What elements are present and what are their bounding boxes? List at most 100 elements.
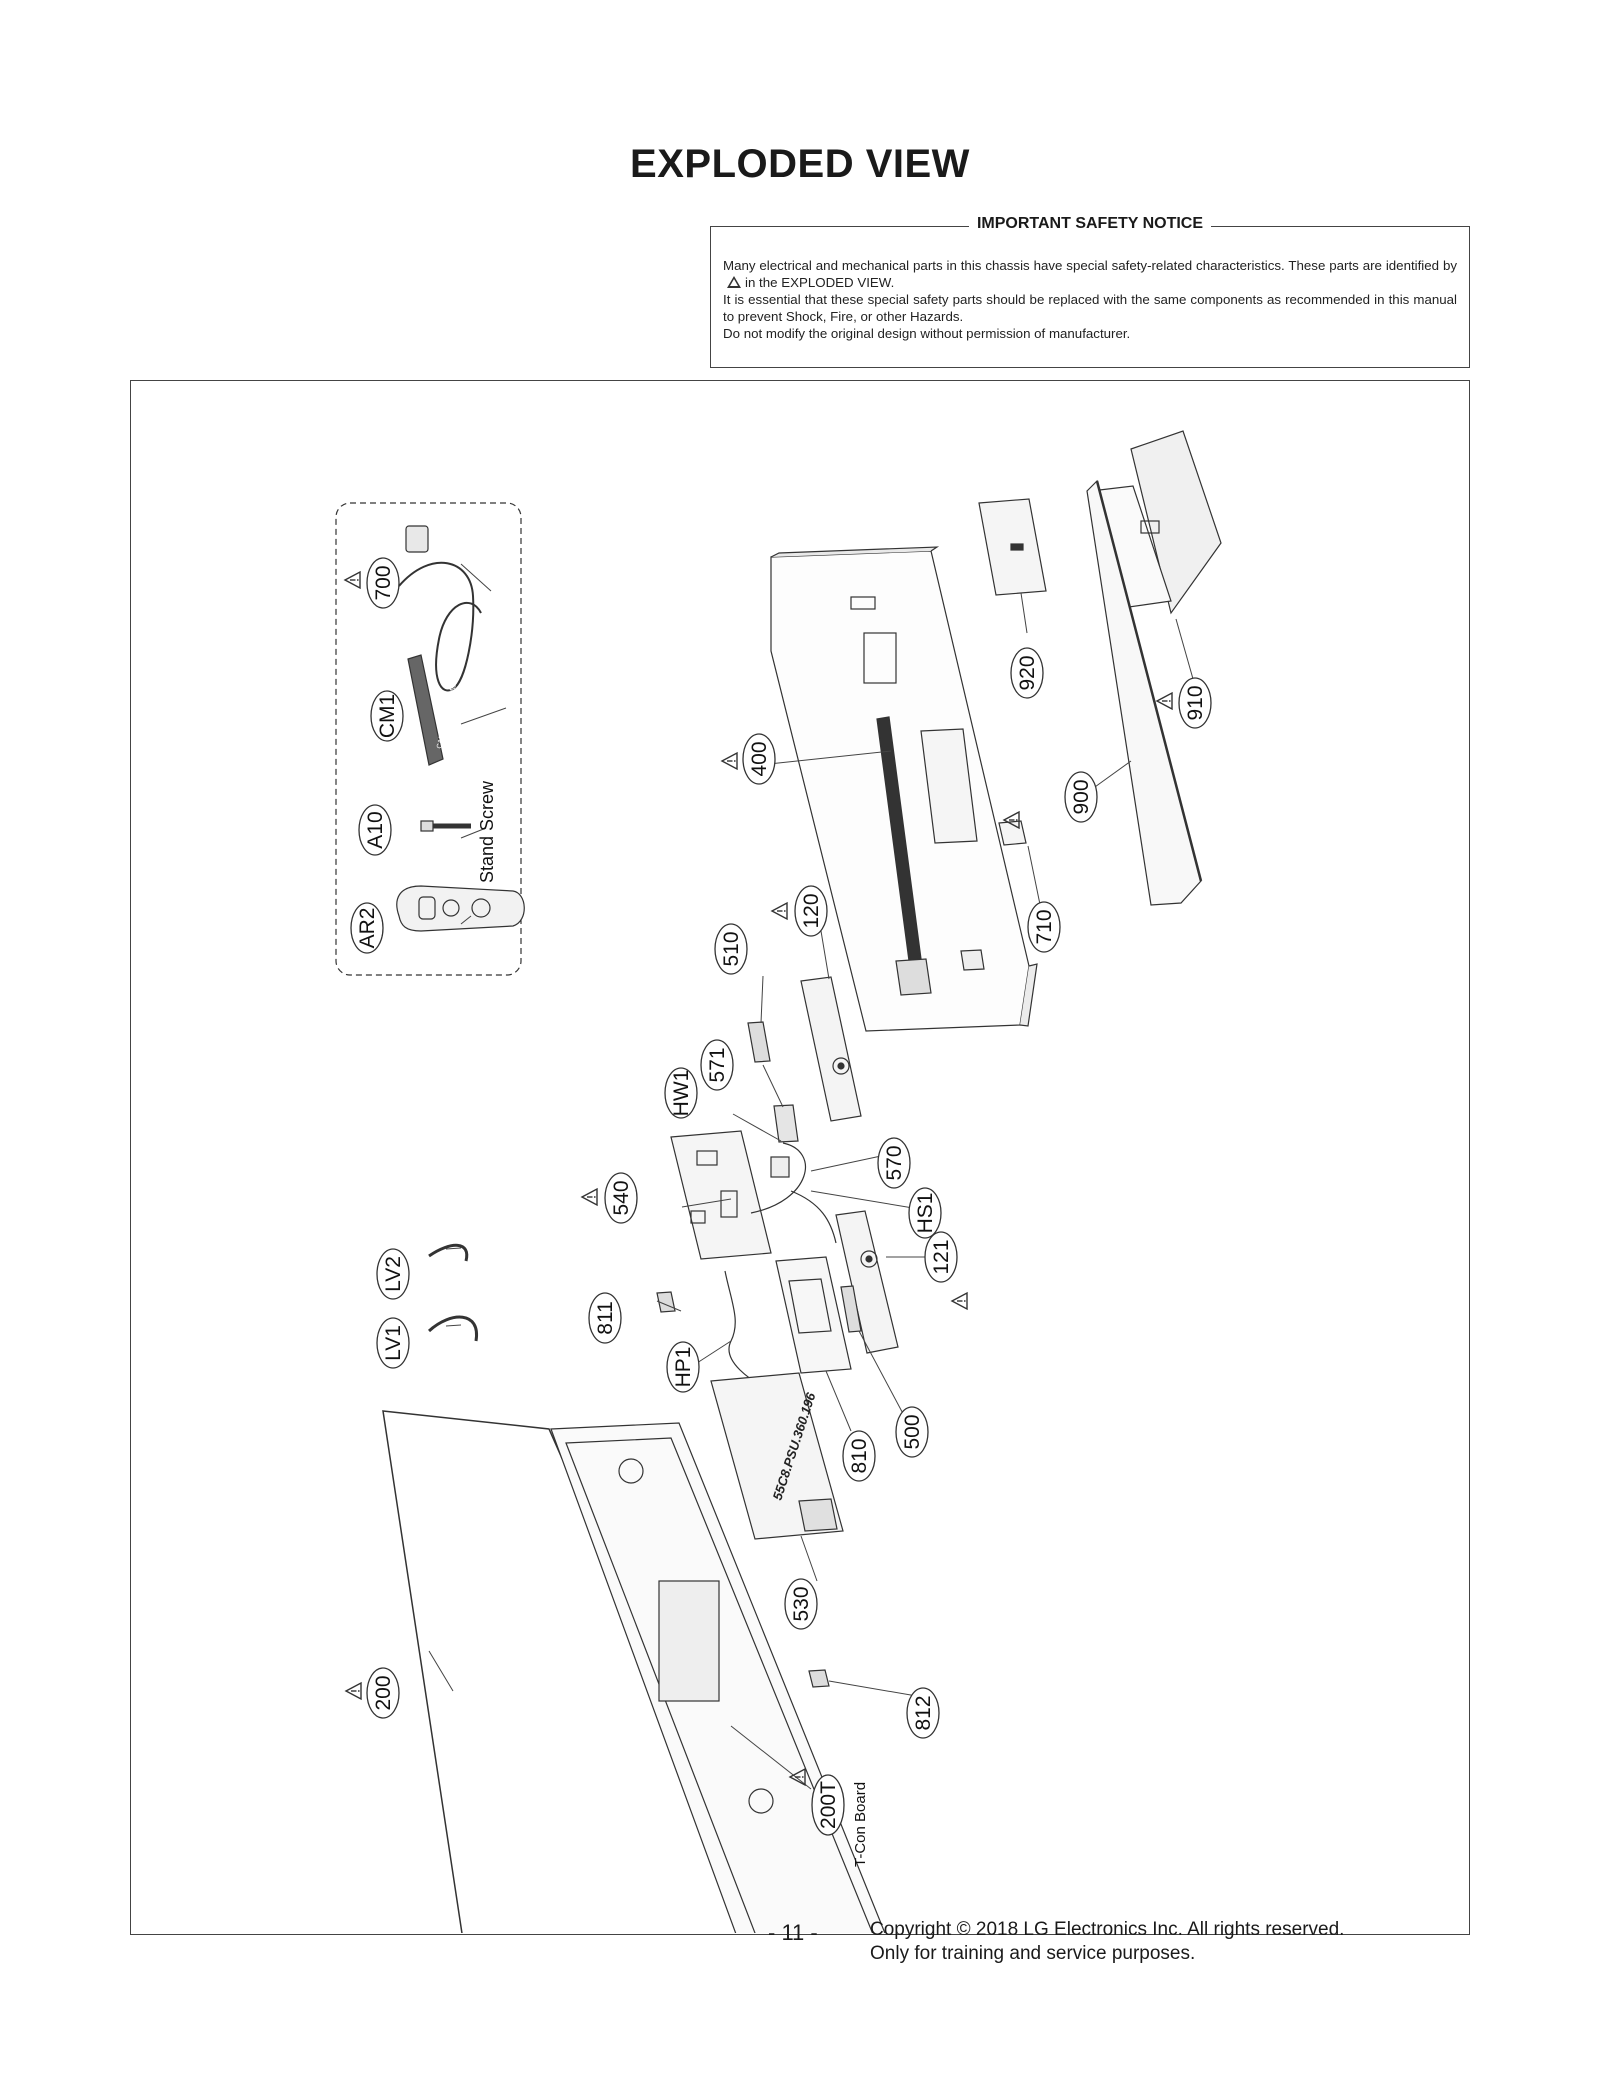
footer-copyright: Copyright © 2018 LG Electronics Inc. All…: [870, 1918, 1344, 1966]
svg-text:400: 400: [748, 741, 771, 776]
callout-920: 920: [1010, 647, 1044, 699]
warning-triangle-icon: [344, 571, 361, 589]
callout-571: 571: [700, 1039, 734, 1091]
callout-400: 400: [742, 733, 776, 785]
svg-text:LV2: LV2: [382, 1256, 405, 1292]
power-cord-part: [398, 525, 482, 692]
notice-line-1a: Many electrical and mechanical parts in …: [723, 258, 1457, 273]
svg-text:HP1: HP1: [672, 1347, 695, 1388]
callout-530: 530: [784, 1578, 818, 1630]
svg-text:811: 811: [594, 1301, 617, 1334]
speaker-121-part: [835, 1210, 899, 1354]
callout-811: 811: [588, 1292, 622, 1344]
callout-lv1: LV1: [376, 1317, 410, 1369]
callout-hp1: HP1: [666, 1341, 700, 1393]
warning-triangle-icon: [581, 1188, 598, 1206]
page-number: - 11 -: [768, 1920, 818, 1945]
cable-management-part: [407, 654, 444, 766]
svg-text:121: 121: [930, 1239, 953, 1274]
stand-screw-part: [420, 820, 471, 832]
callout-cm1: CM1: [370, 690, 404, 742]
warning-triangle-icon: [721, 752, 738, 770]
tcon-board-caption: T-Con Board: [852, 1782, 869, 1867]
usage-line: Only for training and service purposes.: [870, 1943, 1196, 1964]
svg-text:CM1: CM1: [376, 694, 399, 738]
copyright-line: Copyright © 2018 LG Electronics Inc. All…: [870, 1919, 1345, 1940]
svg-text:700: 700: [372, 565, 395, 600]
part-812: [808, 1669, 830, 1688]
callout-812: 812: [906, 1687, 940, 1739]
page-title: EXPLODED VIEW: [630, 142, 970, 186]
safety-notice-body: Many electrical and mechanical parts in …: [723, 257, 1457, 342]
svg-text:LV1: LV1: [382, 1325, 405, 1361]
bracket-810-part: [775, 1256, 852, 1374]
speaker-120-part: [800, 976, 862, 1122]
warning-triangle-icon: [951, 1292, 968, 1310]
svg-text:200T: 200T: [817, 1781, 840, 1829]
callout-121: 121: [924, 1231, 958, 1283]
notice-line-2: It is essential that these special safet…: [723, 292, 1457, 324]
part-571: [773, 1104, 799, 1143]
stand-screw-caption: Stand Screw: [477, 780, 497, 883]
power-supply-530-part: [710, 1372, 844, 1540]
svg-text:200: 200: [372, 1675, 395, 1710]
svg-text:570: 570: [883, 1145, 906, 1180]
callout-200: 200: [366, 1667, 400, 1719]
part-570: [770, 1156, 790, 1178]
part-500: [840, 1285, 862, 1333]
svg-text:812: 812: [912, 1695, 935, 1730]
callout-a10: A10: [358, 804, 392, 856]
svg-text:920: 920: [1016, 655, 1039, 690]
svg-text:900: 900: [1070, 779, 1093, 814]
exploded-view-diagram: CABLE MANAGEMENT 55C8.PSU.360.196 Stand …: [335, 430, 1222, 1933]
back-cover-part: [770, 546, 1038, 1032]
safety-notice-box: IMPORTANT SAFETY NOTICE Many electrical …: [710, 215, 1470, 368]
callout-710: 710: [1027, 901, 1061, 953]
part-510: [747, 1021, 771, 1063]
svg-text:500: 500: [901, 1414, 924, 1449]
svg-text:540: 540: [610, 1180, 633, 1215]
remote-control-part: [396, 885, 525, 932]
safety-notice-heading: IMPORTANT SAFETY NOTICE: [968, 215, 1212, 232]
svg-text:A10: A10: [364, 811, 387, 848]
svg-text:910: 910: [1184, 685, 1207, 720]
svg-text:810: 810: [848, 1438, 871, 1473]
callout-500: 500: [895, 1406, 929, 1458]
svg-text:510: 510: [720, 931, 743, 966]
callout-hw1: HW1: [664, 1067, 698, 1119]
svg-text:530: 530: [790, 1586, 813, 1621]
svg-text:HS1: HS1: [914, 1193, 937, 1234]
svg-text:571: 571: [706, 1047, 729, 1082]
callout-540: 540: [604, 1172, 638, 1224]
svg-text:AR2: AR2: [356, 908, 379, 949]
notice-line-1b: in the EXPLODED VIEW.: [745, 275, 895, 290]
callout-900: 900: [1064, 771, 1098, 823]
warning-triangle-icon: [727, 276, 741, 288]
callout-570: 570: [877, 1137, 911, 1189]
stand-cover-910-part: [1090, 430, 1222, 615]
callout-200t: 200T: [811, 1774, 845, 1836]
callout-120: 120: [794, 885, 828, 937]
warning-triangle-icon: [345, 1682, 362, 1700]
callout-700: 700: [366, 557, 400, 609]
cable-hp1: [724, 1270, 772, 1392]
stand-body-900-part: [1086, 479, 1203, 906]
callout-lv2: LV2: [376, 1248, 410, 1300]
exploded-view-frame: CABLE MANAGEMENT 55C8.PSU.360.196 Stand …: [130, 380, 1470, 1935]
svg-text:120: 120: [800, 893, 823, 928]
svg-text:710: 710: [1033, 909, 1056, 944]
callout-ar2: AR2: [350, 902, 384, 954]
control-board-920-part: [978, 498, 1047, 596]
rear-frame-part: [550, 1422, 886, 1933]
cable-lv1: [427, 1315, 478, 1342]
callout-510: 510: [714, 923, 748, 975]
callout-810: 810: [842, 1430, 876, 1482]
cable-lv2: [428, 1243, 469, 1262]
svg-text:HW1: HW1: [670, 1070, 693, 1117]
accessory-group-box: [335, 502, 522, 976]
display-panel-200-part: [382, 1410, 773, 1933]
warning-triangle-icon: [1156, 692, 1173, 710]
main-board-540-part: [670, 1130, 772, 1260]
notice-line-3: Do not modify the original design withou…: [723, 326, 1131, 341]
warning-triangle-icon: [771, 902, 788, 920]
